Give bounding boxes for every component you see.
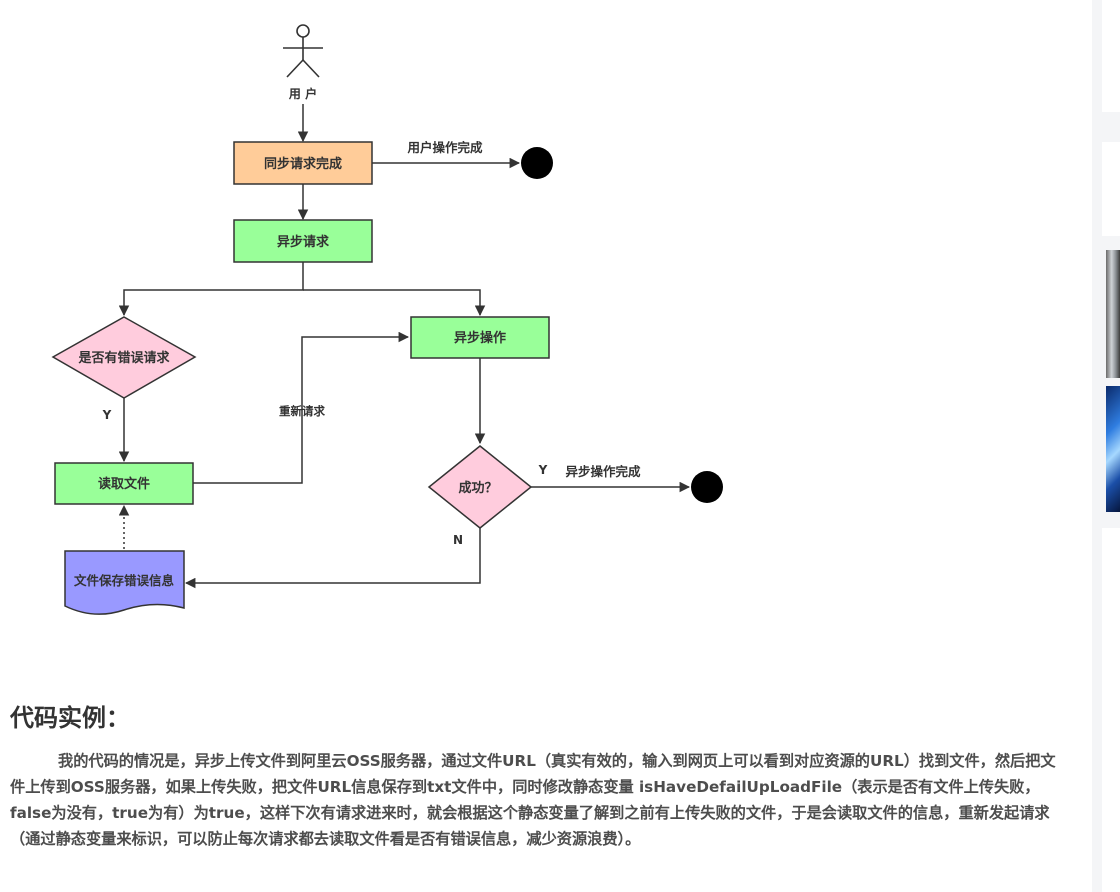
edge-label-no: N [453,533,463,547]
sidebar-thumbnail-image[interactable] [1106,250,1120,378]
section-title: 代码实例： [10,704,130,732]
node-sync-done-label: 同步请求完成 [264,156,342,172]
terminal-end-1 [521,147,553,179]
edge-label-yes-1: Y [102,408,112,422]
node-has-error-label: 是否有错误请求 [77,350,170,366]
sidebar-card [1102,528,1120,892]
edge-label-async-done: 异步操作完成 [565,464,641,479]
flowchart: 用 户 同步请求完成 异步请求 是否有错误请求 异步操作 读取文件 成功 [51,24,723,615]
node-async-operation-label: 异步操作 [454,330,506,346]
node-save-error-document [64,550,185,615]
right-sidebar [1092,0,1120,892]
actor-label: 用 户 [288,86,317,101]
node-async-request [233,219,373,263]
edge-async-split-right [303,289,486,317]
node-success-label: 成功？ [458,480,497,496]
node-read-file-label: 读取文件 [98,476,150,492]
node-async-operation [410,316,550,359]
node-success-question [427,445,533,529]
terminal-end-2 [691,471,723,503]
sidebar-card [1102,142,1120,236]
node-read-file [54,462,194,505]
node-sync-done [233,141,373,185]
edge-read-to-asyncop [193,331,410,484]
article-content: 用 户 同步请求完成 异步请求 是否有错误请求 异步操作 读取文件 成功 [10,24,1056,848]
sidebar-thumbnail-image[interactable] [1106,386,1120,512]
node-save-error-label: 文件保存错误信息 [74,573,175,588]
edge-label-yes-2: Y [538,463,548,477]
node-async-request-label: 异步请求 [277,234,330,250]
edge-async-split [118,262,304,317]
article-paragraph: 我的代码的情况是，异步上传文件到阿里云OSS服务器，通过文件URL（真实有效的，… [10,752,1056,848]
node-has-error-question [51,316,197,399]
edge-label-re-request: 重新请求 [279,404,325,418]
edge-success-no-to-save [184,528,481,589]
edge-label-user-done: 用户操作完成 [406,140,483,155]
sidebar-card [1102,0,1120,112]
user-actor-icon [283,24,323,78]
